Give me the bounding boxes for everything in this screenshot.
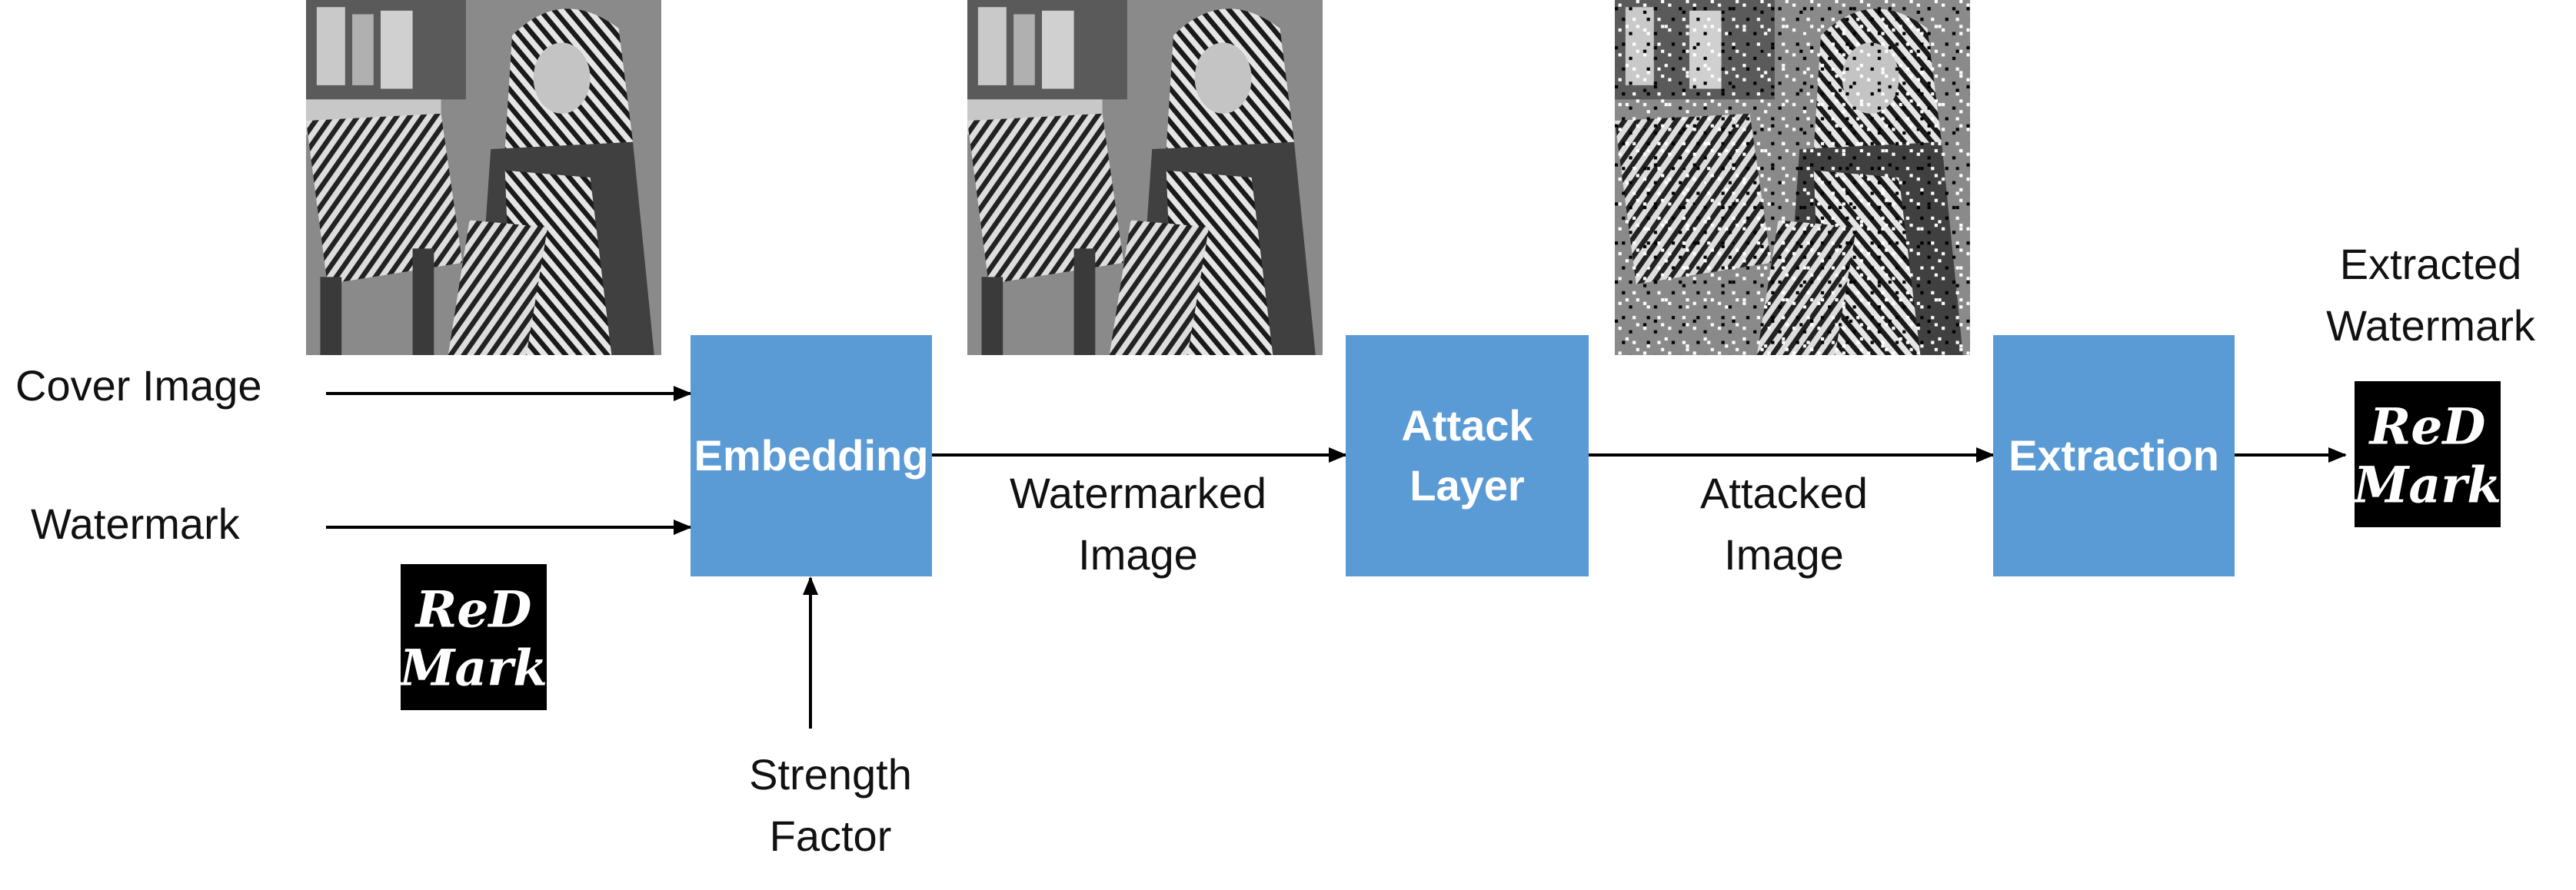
extracted-watermark-logo: ReD Mark	[2355, 381, 2501, 527]
logo-line1: ReD	[2368, 398, 2486, 457]
attack-layer-block: Attack Layer	[1346, 335, 1589, 576]
extracted-line2: Watermark	[2326, 301, 2535, 350]
attacked-image-photo	[1615, 0, 1970, 355]
extraction-label: Extraction	[2009, 431, 2219, 480]
watermark-label: Watermark	[31, 500, 240, 548]
strength-line1: Strength	[749, 750, 912, 799]
strength-line2: Factor	[769, 812, 892, 860]
attack-label-line1: Attack	[1401, 401, 1533, 450]
logo-line1: ReD	[414, 581, 532, 639]
cover-image-label: Cover Image	[15, 361, 262, 410]
watermarked-image-label: Watermarked Image	[969, 463, 1307, 586]
embedding-label: Embedding	[694, 431, 929, 480]
embedding-block: Embedding	[691, 335, 932, 576]
watermark-logo: ReD Mark	[401, 564, 547, 710]
logo-line2: Mark	[2355, 457, 2501, 515]
logo-line2: Mark	[401, 639, 547, 698]
cover-image-photo	[306, 0, 661, 355]
strength-factor-label: Strength Factor	[677, 744, 984, 867]
attacked-line1: Attacked	[1700, 469, 1868, 517]
extraction-block: Extraction	[1993, 335, 2235, 576]
attacked-line2: Image	[1724, 530, 1844, 579]
extracted-line1: Extracted	[2339, 240, 2522, 288]
attacked-image-label: Attacked Image	[1630, 463, 1938, 586]
extracted-watermark-label: Extracted Watermark	[2296, 234, 2565, 357]
watermarked-line1: Watermarked	[1009, 469, 1266, 517]
watermarked-line2: Image	[1078, 530, 1198, 579]
watermarked-image-photo	[967, 0, 1323, 355]
attack-label-line2: Layer	[1409, 461, 1525, 510]
